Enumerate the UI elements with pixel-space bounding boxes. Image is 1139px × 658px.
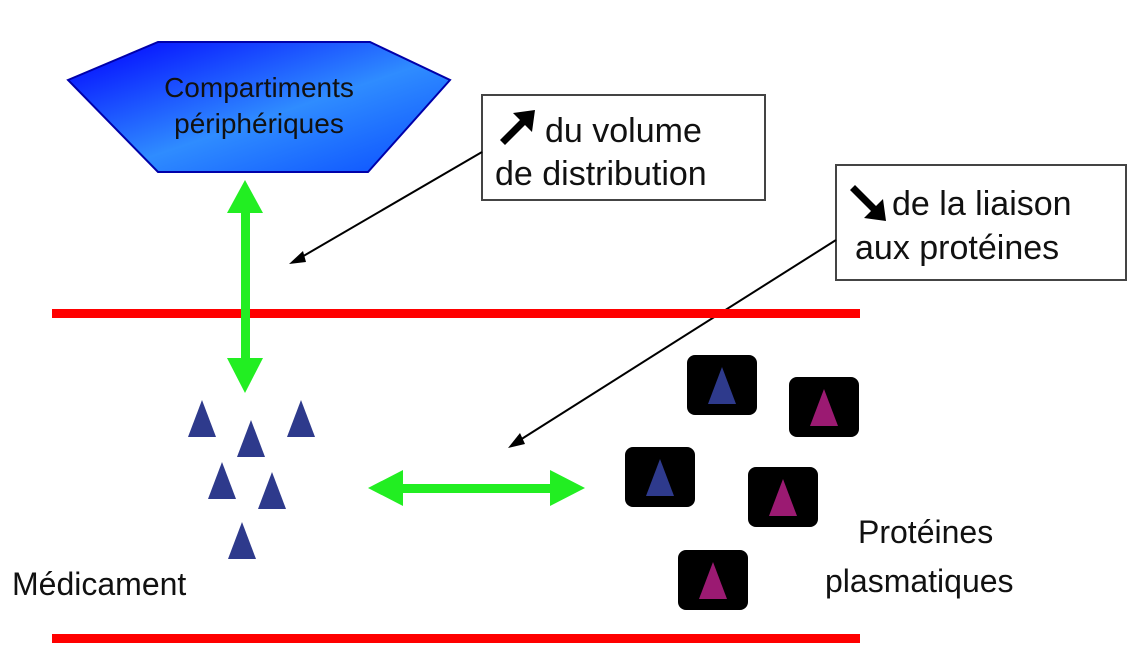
membrane-lines (52, 309, 860, 643)
proteins-label-line1: Protéines (858, 514, 993, 550)
arrow-down-right-icon (850, 185, 886, 221)
binding-label-line2: aux protéines (855, 229, 1059, 267)
free-drug-molecules (188, 400, 315, 559)
volume-label-line2: de distribution (495, 155, 707, 193)
peripheral-compartments: Compartiments périphériques (66, 41, 452, 173)
membrane-line-bottom (52, 634, 860, 643)
membrane-line-top (52, 309, 860, 318)
drug-triangle (258, 472, 286, 509)
protein-bound-drug (678, 550, 748, 610)
arrow-up-right-icon (500, 110, 535, 145)
drug-triangle (188, 400, 216, 437)
vertical-exchange-arrow (227, 180, 263, 393)
volume-annotation: du volume de distribution (481, 94, 766, 201)
protein-bound-drug (625, 447, 695, 507)
volume-label-line1: du volume (545, 112, 702, 150)
drug-triangle (237, 420, 265, 457)
protein-bound-drug (687, 355, 757, 415)
compartments-label-line2: périphériques (174, 108, 344, 139)
binding-label-line1: de la liaison (892, 185, 1072, 223)
protein-bound-drug (789, 377, 859, 437)
compartments-label-line1: Compartiments (164, 72, 354, 103)
binding-annotation-box (835, 164, 1127, 281)
proteins-label-line2: plasmatiques (825, 563, 1014, 599)
drug-triangle (287, 400, 315, 437)
annotation-pointer-lines (289, 151, 837, 448)
binding-annotation: de la liaison aux protéines (835, 164, 1127, 281)
drug-triangle (208, 462, 236, 499)
drug-label: Médicament (12, 566, 186, 602)
plasma-proteins (625, 355, 859, 610)
horizontal-exchange-arrow (368, 470, 585, 506)
drug-triangle (228, 522, 256, 559)
protein-bound-drug (748, 467, 818, 527)
